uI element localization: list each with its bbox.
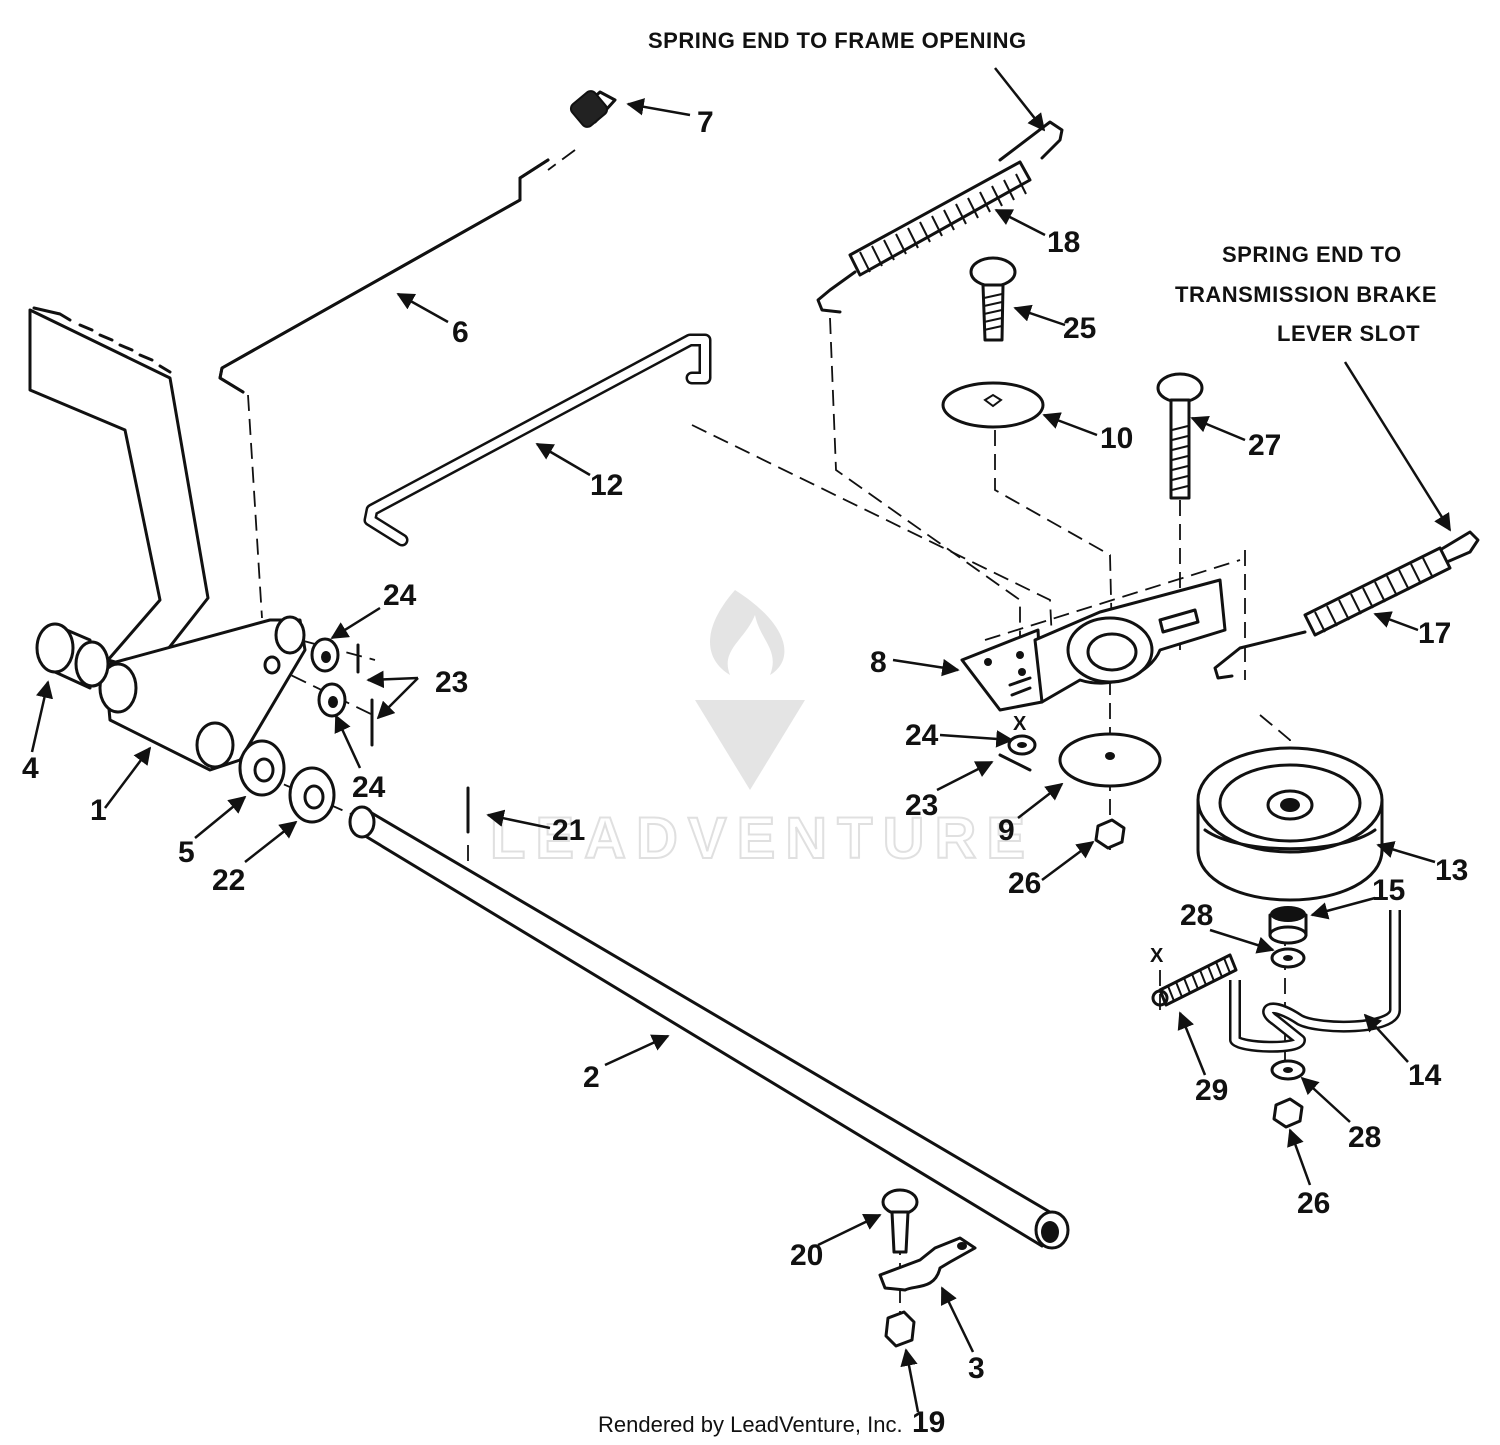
nut-26-lower: [1272, 1097, 1304, 1129]
rod-12: [363, 333, 712, 547]
callout-15: 15: [1372, 874, 1405, 907]
washer-9: [1058, 732, 1162, 788]
idler-arm-14: [1229, 910, 1401, 1053]
callout-21: 21: [552, 814, 585, 847]
note-brake-line-3: LEVER SLOT: [1277, 321, 1420, 346]
callout-17: 17: [1418, 617, 1451, 650]
washer-22: [288, 766, 336, 824]
callout-1: 1: [90, 794, 107, 827]
callout-12: 12: [590, 469, 623, 502]
callout-3: 3: [968, 1352, 985, 1385]
washer-24-lower: [317, 682, 347, 718]
watermark-logo: LEADVENTURE: [489, 590, 1035, 872]
shaft-2: [348, 805, 1070, 1250]
callout-5: 5: [178, 836, 195, 869]
callout-25: 25: [1063, 312, 1096, 345]
pulley-13: [1196, 746, 1384, 902]
washer-28-upper: [1270, 947, 1306, 969]
spacer-15: [1268, 906, 1308, 945]
callout-10: 10: [1100, 422, 1133, 455]
credit-line: Rendered by LeadVenture, Inc.: [598, 1412, 903, 1437]
bracket-8: [960, 578, 1227, 712]
cotter-pin-23: [356, 643, 374, 747]
grip-7: [569, 90, 617, 128]
callout-24-bracket: 24: [905, 719, 939, 752]
leader-arrows: [30, 67, 1452, 1413]
callout-27: 27: [1248, 429, 1281, 462]
callout-8: 8: [870, 646, 887, 679]
callout-24-lower: 24: [352, 771, 386, 804]
callout-9: 9: [998, 814, 1015, 847]
nut-19: [884, 1310, 916, 1348]
callout-18: 18: [1047, 226, 1080, 259]
rod-6: [218, 158, 550, 394]
callout-14: 14: [1408, 1059, 1442, 1092]
callout-29: 29: [1195, 1074, 1228, 1107]
callout-28-lower: 28: [1348, 1121, 1381, 1154]
spring-29: [1151, 953, 1238, 1007]
bushing-4: [35, 622, 110, 690]
bolt-25: [969, 256, 1017, 342]
note-brake-line-2: TRANSMISSION BRAKE: [1175, 282, 1437, 307]
note-frame-opening: SPRING END TO FRAME OPENING: [648, 28, 1027, 53]
callout-6: 6: [452, 316, 469, 349]
callout-28-upper: 28: [1180, 899, 1213, 932]
callout-26-upper: 26: [1008, 867, 1041, 900]
spring-17: [1213, 530, 1480, 680]
callout-19: 19: [912, 1406, 945, 1439]
callout-20: 20: [790, 1239, 823, 1272]
callout-24-upper: 24: [383, 579, 417, 612]
callout-23-bracket: 23: [905, 789, 938, 822]
washer-10: [941, 381, 1045, 429]
x-marker-spring: X: [1150, 945, 1164, 967]
callout-4: 4: [22, 752, 39, 785]
x-marker-bracket: X: [1013, 713, 1027, 735]
washer-5: [238, 739, 286, 797]
clamp-3: [878, 1236, 977, 1292]
bolt-27: [1156, 372, 1204, 500]
callout-22: 22: [212, 864, 245, 897]
washer-24-bracket: [1007, 734, 1037, 756]
nut-26-upper: [1094, 818, 1126, 850]
callout-23: 23: [435, 666, 468, 699]
callout-7: 7: [697, 106, 714, 139]
pedal-1: [28, 306, 307, 772]
note-brake-line-1: SPRING END TO: [1222, 242, 1402, 267]
cotter-pin-23-bracket: [998, 753, 1032, 772]
washer-28-lower: [1270, 1059, 1306, 1081]
washer-24-upper: [310, 637, 340, 673]
bolt-20: [881, 1188, 919, 1254]
watermark-text: LEADVENTURE: [490, 806, 1035, 871]
callout-26-lower: 26: [1297, 1187, 1330, 1220]
spring-18: [816, 120, 1064, 314]
callout-2: 2: [583, 1061, 600, 1094]
callout-13: 13: [1435, 854, 1468, 887]
callout-labels: 7 6 12 18 25 10 27 17 8 24 23 9 26 13 15…: [22, 106, 1468, 1439]
